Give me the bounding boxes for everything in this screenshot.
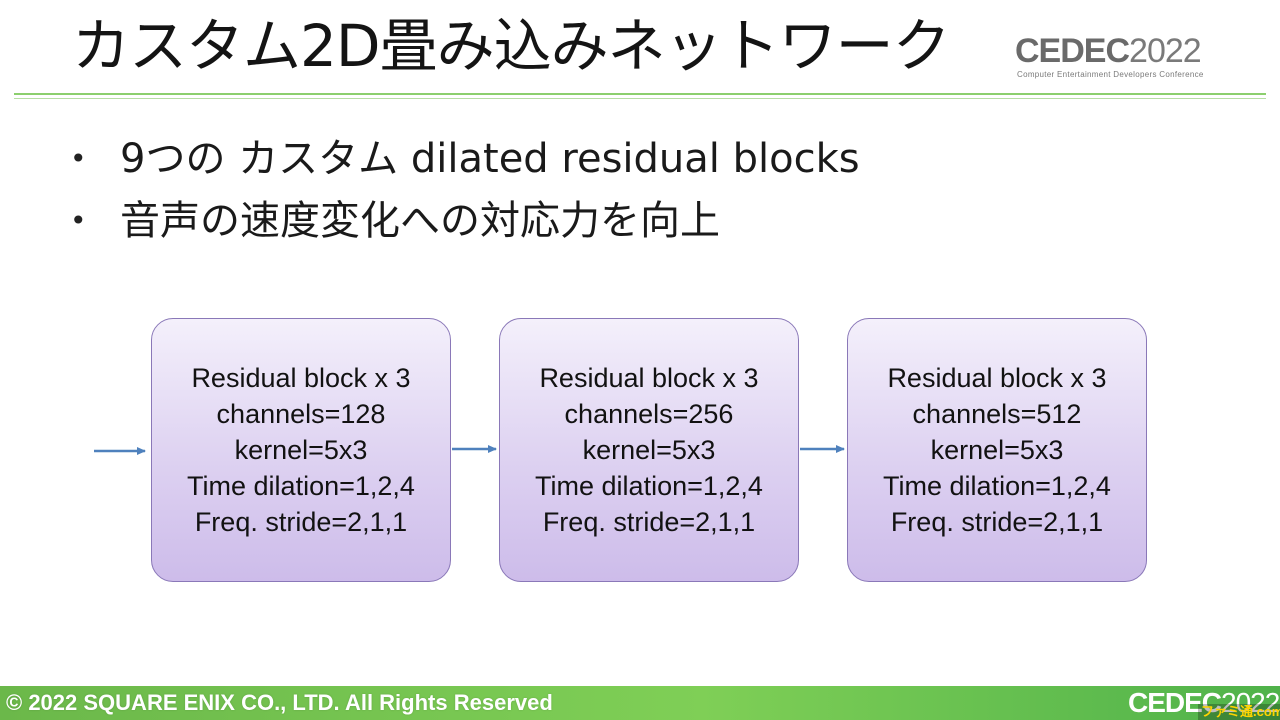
block-line: channels=256 xyxy=(564,399,734,429)
footer-bar: © 2022 SQUARE ENIX CO., LTD. All Rights … xyxy=(0,686,1280,720)
footer-logo-text: CEDEC xyxy=(1128,687,1222,718)
title-divider-thin xyxy=(14,98,1266,99)
block-line: kernel=5x3 xyxy=(930,435,1064,465)
block-line: Freq. stride=2,1,1 xyxy=(194,507,408,537)
famitsu-watermark: ファミ通.com xyxy=(1198,704,1280,720)
bullet-dot-icon: • xyxy=(70,204,87,237)
logo-year: 2022 xyxy=(1129,32,1202,70)
block-line: channels=128 xyxy=(216,399,386,429)
block-line: Time dilation=1,2,4 xyxy=(883,471,1111,501)
slide-title: カスタム2D畳み込みネットワーク xyxy=(72,12,951,80)
residual-block-3: Residual block x 3 channels=512 kernel=5… xyxy=(847,318,1147,582)
bullet-item: • 9つの カスタム dilated residual blocks xyxy=(70,128,860,190)
block-line: Residual block x 3 xyxy=(539,363,759,393)
block-line: channels=512 xyxy=(912,399,1082,429)
logo-subtitle: Computer Entertainment Developers Confer… xyxy=(1017,70,1204,79)
block-line: kernel=5x3 xyxy=(582,435,716,465)
residual-block-1: Residual block x 3 channels=128 kernel=5… xyxy=(151,318,451,582)
copyright-text: © 2022 SQUARE ENIX CO., LTD. All Rights … xyxy=(6,690,553,715)
cedec-logo: CEDEC2022 Computer Entertainment Develop… xyxy=(1015,32,1220,82)
block-line: Freq. stride=2,1,1 xyxy=(890,507,1104,537)
block-line: kernel=5x3 xyxy=(234,435,368,465)
block-line: Residual block x 3 xyxy=(191,363,411,393)
footer-cedec-logo: CEDEC2022 xyxy=(1128,687,1280,719)
block-line: Residual block x 3 xyxy=(887,363,1107,393)
logo-text: CEDEC xyxy=(1015,32,1130,70)
footer-logo-year: 2022 xyxy=(1221,687,1280,718)
block-line: Freq. stride=2,1,1 xyxy=(542,507,756,537)
bullet-item: • 音声の速度変化への対応力を向上 xyxy=(70,190,860,252)
title-divider xyxy=(14,93,1266,95)
bullet-text: 9つの カスタム dilated residual blocks xyxy=(120,136,860,182)
bullet-dot-icon: • xyxy=(70,142,87,175)
bullet-text: 音声の速度変化への対応力を向上 xyxy=(120,198,720,244)
block-line: Time dilation=1,2,4 xyxy=(187,471,415,501)
bullet-list: • 9つの カスタム dilated residual blocks • 音声の速度… xyxy=(70,128,860,252)
residual-block-2: Residual block x 3 channels=256 kernel=5… xyxy=(499,318,799,582)
block-line: Time dilation=1,2,4 xyxy=(535,471,763,501)
